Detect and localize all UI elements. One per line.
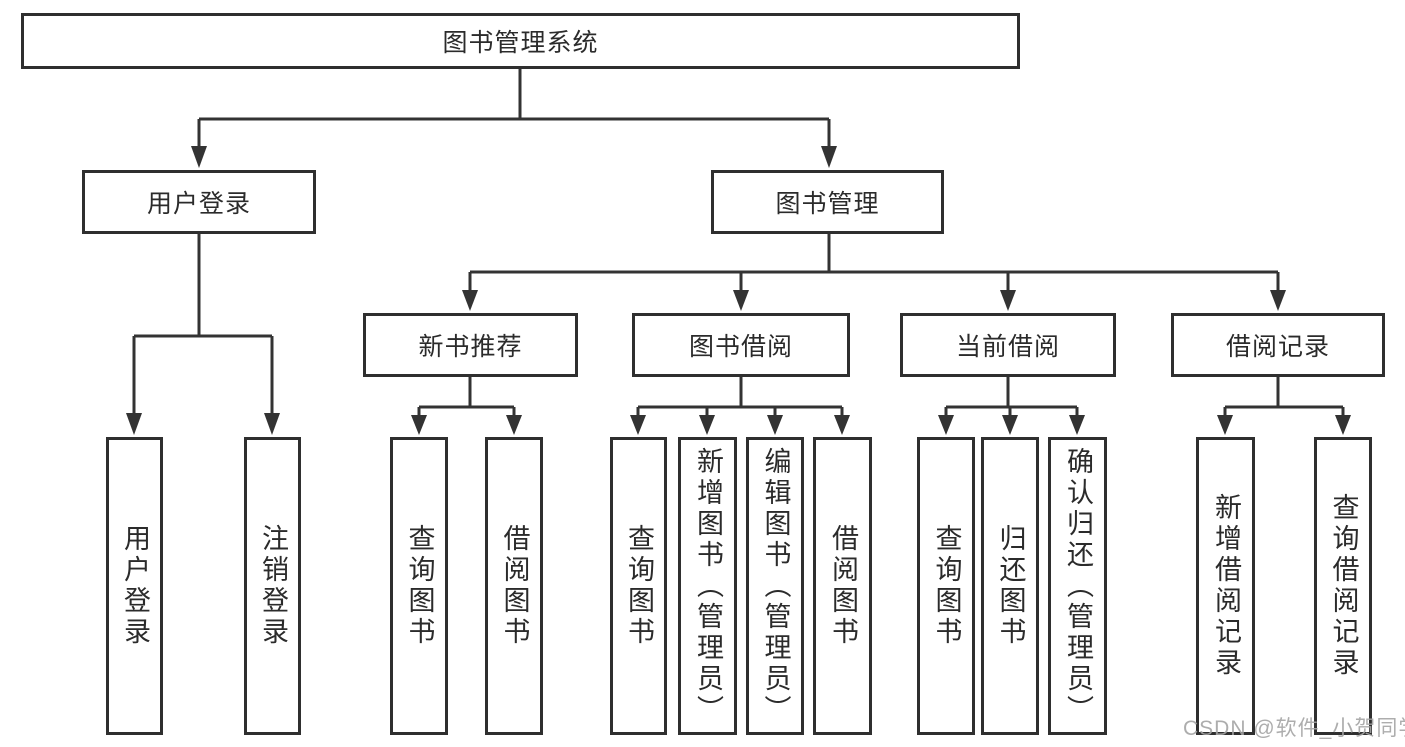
node-borrowing-records: 借阅记录: [1171, 313, 1385, 377]
node-new-book-recommend-label: 新书推荐: [418, 333, 523, 361]
node-current-borrowing-label: 当前借阅: [955, 333, 1060, 361]
node-new-book-recommend: 新书推荐: [363, 313, 578, 377]
node-book-borrowing: 图书借阅: [632, 313, 850, 377]
node-leaf-edit-books-admin-label: 编辑图书（管理员）: [760, 446, 791, 726]
node-leaf-borrow-books-label: 借阅图书: [828, 524, 858, 648]
node-leaf-add-books-admin-label: 新增图书（管理员）: [693, 446, 723, 726]
node-leaf-user-login-label: 用户登录: [120, 524, 150, 648]
node-leaf-query-books-current: 查询图书: [917, 437, 975, 735]
node-leaf-confirm-return-admin-label: 确认归还（管理员）: [1063, 446, 1093, 726]
node-leaf-query-borrow-record-label: 查询借阅记录: [1328, 493, 1359, 679]
node-leaf-add-borrow-record-label: 新增借阅记录: [1211, 493, 1241, 679]
node-book-borrowing-label: 图书借阅: [688, 333, 793, 361]
node-leaf-logout: 注销登录: [244, 437, 301, 735]
node-user-login-label: 用户登录: [146, 190, 251, 218]
node-leaf-query-books-recommend-label: 查询图书: [404, 524, 435, 648]
node-leaf-borrow-books: 借阅图书: [813, 437, 872, 735]
node-leaf-borrow-books-recommend-label: 借阅图书: [499, 524, 530, 648]
node-leaf-query-borrow-record: 查询借阅记录: [1314, 437, 1372, 735]
node-leaf-edit-books-admin: 编辑图书（管理员）: [746, 437, 804, 735]
node-book-management: 图书管理: [711, 170, 944, 234]
node-root-system: 图书管理系统: [21, 13, 1020, 69]
node-leaf-logout-label: 注销登录: [258, 524, 288, 648]
node-leaf-query-books-recommend: 查询图书: [390, 437, 448, 735]
node-leaf-user-login: 用户登录: [106, 437, 163, 735]
node-leaf-return-books-label: 归还图书: [995, 524, 1026, 648]
node-leaf-query-books-borrowing-label: 查询图书: [624, 524, 654, 648]
node-book-management-label: 图书管理: [775, 190, 880, 218]
node-current-borrowing: 当前借阅: [900, 313, 1116, 377]
node-leaf-confirm-return-admin: 确认归还（管理员）: [1048, 437, 1107, 735]
node-leaf-query-books-current-label: 查询图书: [931, 524, 962, 648]
node-user-login: 用户登录: [82, 170, 316, 234]
node-leaf-return-books: 归还图书: [981, 437, 1039, 735]
csdn-watermark: CSDN @软件_小贺同学: [1183, 717, 1405, 740]
node-borrowing-records-label: 借阅记录: [1225, 333, 1330, 361]
node-root-label: 图书管理系统: [442, 29, 599, 57]
node-leaf-borrow-books-recommend: 借阅图书: [485, 437, 543, 735]
node-leaf-add-borrow-record: 新增借阅记录: [1196, 437, 1255, 735]
node-leaf-add-books-admin: 新增图书（管理员）: [678, 437, 737, 735]
node-leaf-query-books-borrowing: 查询图书: [610, 437, 667, 735]
